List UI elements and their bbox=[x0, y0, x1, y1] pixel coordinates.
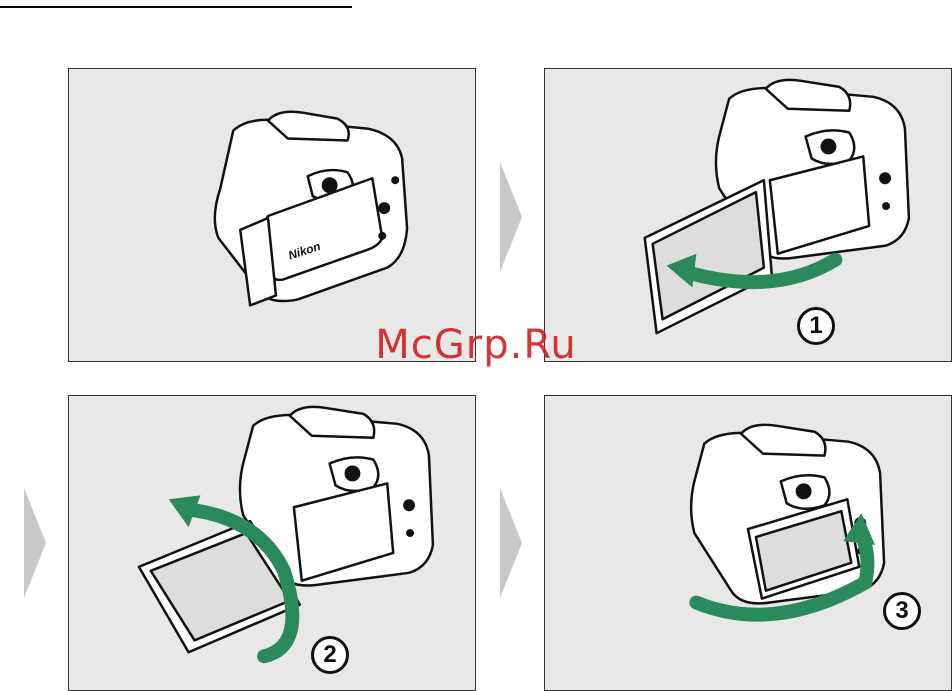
chevron-right-icon bbox=[500, 162, 522, 272]
chevron-right-icon bbox=[24, 488, 46, 598]
illustration-panel-step-2: 2 bbox=[68, 395, 476, 691]
chevron-right-icon bbox=[500, 488, 522, 598]
illustration-panel-step-3: 3 bbox=[544, 395, 952, 691]
camera-monitor-rotated-icon bbox=[69, 396, 475, 690]
top-rule bbox=[0, 6, 352, 8]
illustration-panel-closed: Nikon bbox=[68, 68, 476, 362]
camera-monitor-swung-out-icon bbox=[545, 69, 951, 361]
camera-closed-monitor-icon: Nikon bbox=[69, 69, 475, 361]
camera-monitor-facing-out-icon bbox=[545, 396, 951, 690]
step-1-badge: 1 bbox=[797, 307, 835, 345]
step-3-badge: 3 bbox=[883, 592, 921, 630]
illustration-panel-step-1: 1 bbox=[544, 68, 952, 362]
step-2-badge: 2 bbox=[311, 636, 349, 674]
